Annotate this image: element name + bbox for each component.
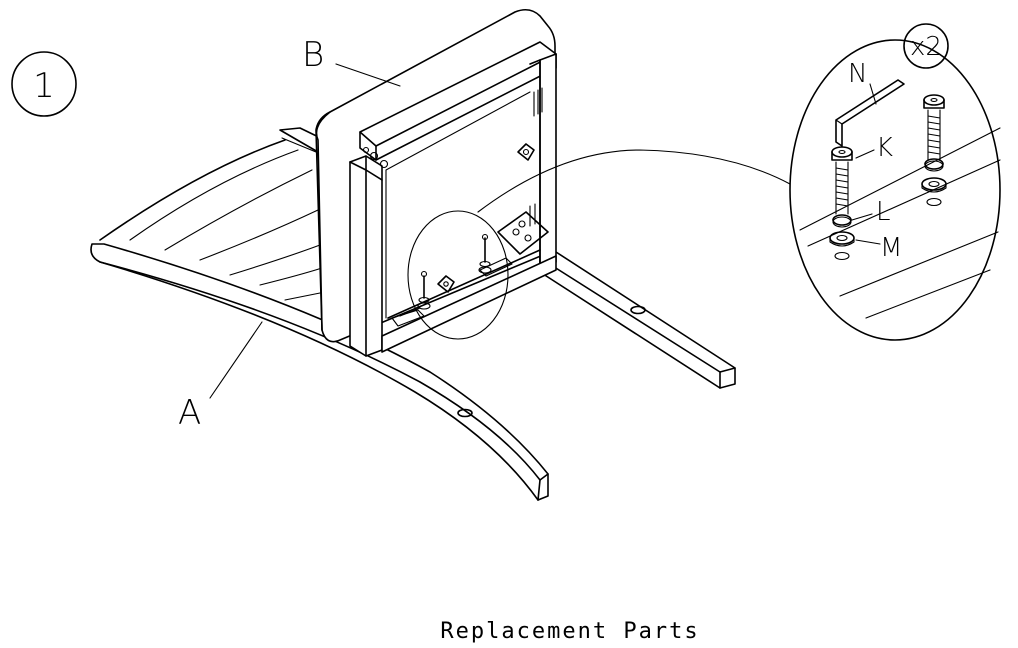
detail-callout-circle (407, 210, 509, 340)
label-lock-washer: L (876, 197, 891, 227)
caption: Replacement Parts (440, 619, 699, 644)
seat-leader-line (335, 63, 401, 87)
label-bolt: K (876, 133, 893, 163)
label-hex-key: N (848, 59, 867, 89)
label-base: A (178, 393, 201, 433)
seat-part-b (315, 8, 557, 357)
step-badge: 1 (11, 51, 77, 117)
hardware-detail-zoom (789, 39, 1001, 341)
base-leader-line (209, 321, 263, 399)
quantity-label: x2 (910, 32, 942, 62)
label-flat-washer: M (880, 233, 902, 263)
step-number: 1 (33, 66, 55, 106)
quantity-badge: x2 (903, 23, 949, 69)
zoom-connector (477, 149, 791, 213)
label-seat: B (302, 35, 324, 75)
